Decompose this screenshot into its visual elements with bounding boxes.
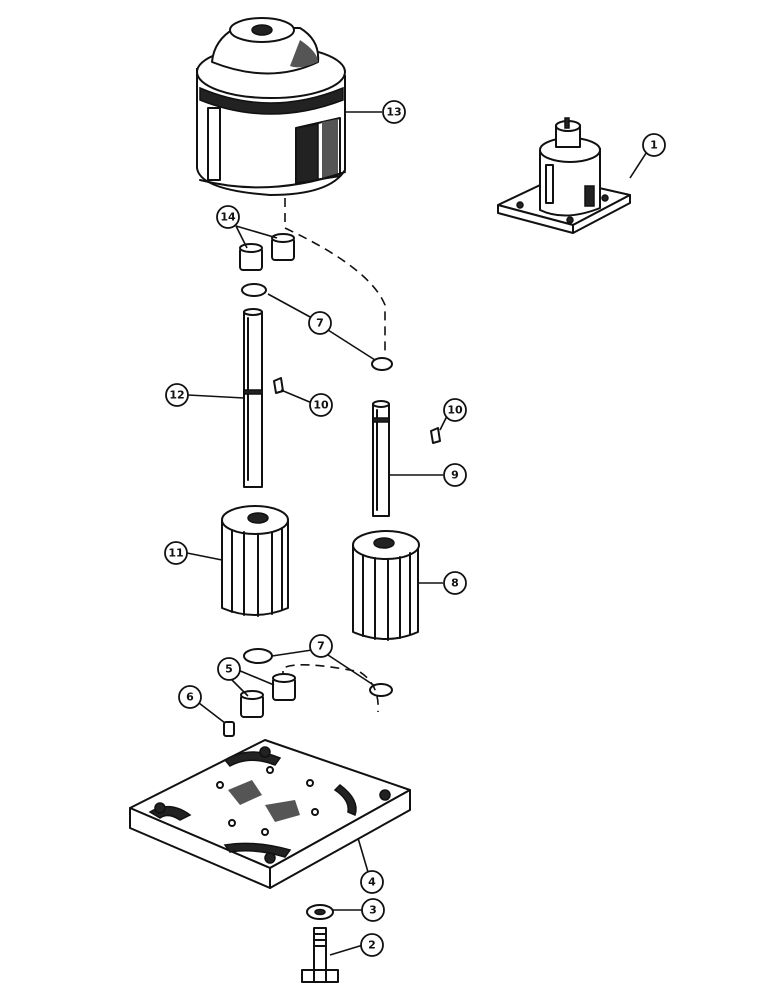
callout-13: 13 (382, 100, 406, 124)
part-4-plate (129, 739, 411, 889)
part-5-bushings (240, 673, 296, 718)
callout-4: 4 (360, 870, 384, 894)
svg-text:11: 11 (168, 547, 183, 560)
svg-text:8: 8 (451, 577, 459, 590)
callout-7-lower: 7 (309, 634, 333, 658)
leader-lines (186, 111, 651, 956)
assembly-line-lower (282, 664, 379, 713)
callout-12: 12 (165, 383, 189, 407)
svg-text:10: 10 (313, 399, 329, 412)
svg-text:1: 1 (650, 139, 658, 152)
part-2-bolt (301, 927, 339, 983)
part-1-pump-assembly (497, 117, 631, 234)
svg-text:3: 3 (369, 904, 377, 917)
svg-text:4: 4 (368, 876, 376, 889)
svg-text:12: 12 (169, 389, 184, 402)
svg-text:13: 13 (386, 106, 401, 119)
part-14-bushings (239, 233, 295, 271)
part-9-idler-shaft (372, 400, 390, 517)
part-3-washer (306, 904, 334, 920)
callout-1: 1 (642, 133, 666, 157)
callout-5: 5 (217, 657, 241, 681)
part-6-dowel-pin (223, 721, 235, 737)
svg-text:7: 7 (317, 640, 325, 653)
callout-6: 6 (178, 685, 202, 709)
callout-2: 2 (360, 933, 384, 957)
callout-11: 11 (164, 541, 188, 565)
callout-3: 3 (361, 898, 385, 922)
svg-text:14: 14 (220, 211, 236, 224)
svg-text:6: 6 (186, 691, 194, 704)
callout-7-upper: 7 (308, 311, 332, 335)
assembly-line-upper (284, 198, 386, 352)
callout-14: 14 (216, 205, 240, 229)
svg-text:9: 9 (451, 469, 459, 482)
callout-10-right: 10 (443, 398, 467, 422)
part-13-housing (196, 17, 346, 196)
svg-text:2: 2 (368, 939, 376, 952)
svg-text:10: 10 (447, 404, 463, 417)
part-7-snap-rings-upper (241, 283, 393, 371)
callout-10-left: 10 (309, 393, 333, 417)
callout-9: 9 (443, 463, 467, 487)
callout-8: 8 (443, 571, 467, 595)
part-11-drive-gear (221, 505, 289, 617)
part-12-drive-shaft (243, 308, 263, 488)
svg-text:7: 7 (316, 317, 324, 330)
part-8-driven-gear (352, 530, 420, 641)
svg-text:5: 5 (225, 663, 233, 676)
part-10-keys (273, 377, 441, 444)
